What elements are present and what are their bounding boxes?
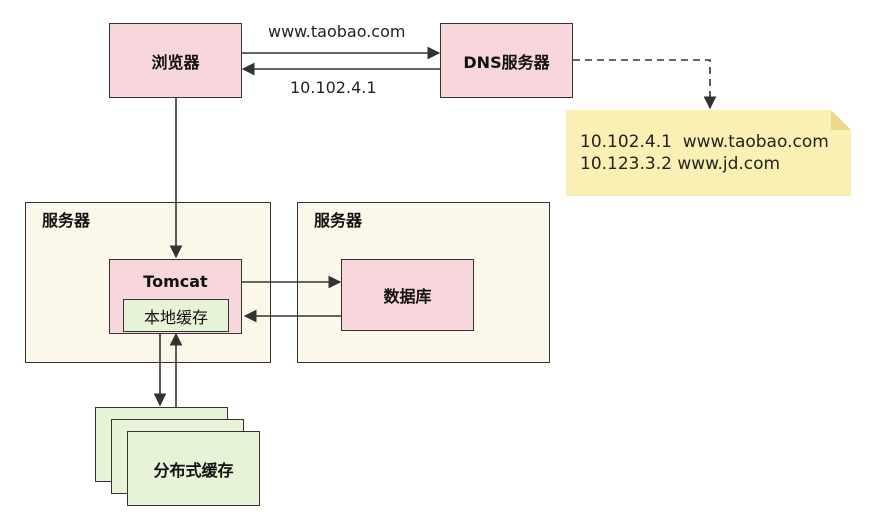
local-cache-label: 本地缓存 (143, 307, 208, 327)
request-domain-label: www.taobao.com (268, 22, 406, 41)
dns-record-1: 10.102.4.1 www.taobao.com (580, 132, 829, 152)
database-node: 数据库 (341, 259, 474, 331)
response-ip-label: 10.102.4.1 (290, 78, 377, 97)
server-right-title: 服务器 (314, 211, 363, 230)
local-cache-node: 本地缓存 (123, 299, 229, 332)
dns-server-node: DNS服务器 (440, 23, 573, 98)
distributed-cache-node: 分布式缓存 (127, 431, 260, 506)
dns-to-note-dashed-arrow (573, 59, 717, 110)
note-shape (566, 110, 851, 196)
dns-server-label: DNS服务器 (463, 52, 550, 72)
dns-records-text: 10.102.4.1 www.taobao.com 10.123.3.2 www… (580, 131, 829, 175)
database-label: 数据库 (383, 287, 432, 306)
browser-label: 浏览器 (151, 52, 200, 72)
distributed-cache-label: 分布式缓存 (153, 460, 234, 480)
dns-record-2: 10.123.3.2 www.jd.com (580, 154, 781, 174)
tomcat-label: Tomcat (143, 272, 208, 291)
server-left-title: 服务器 (42, 211, 91, 230)
dns-records-note: 10.102.4.1 www.taobao.com 10.123.3.2 www… (566, 110, 851, 196)
browser-node: 浏览器 (109, 23, 242, 98)
